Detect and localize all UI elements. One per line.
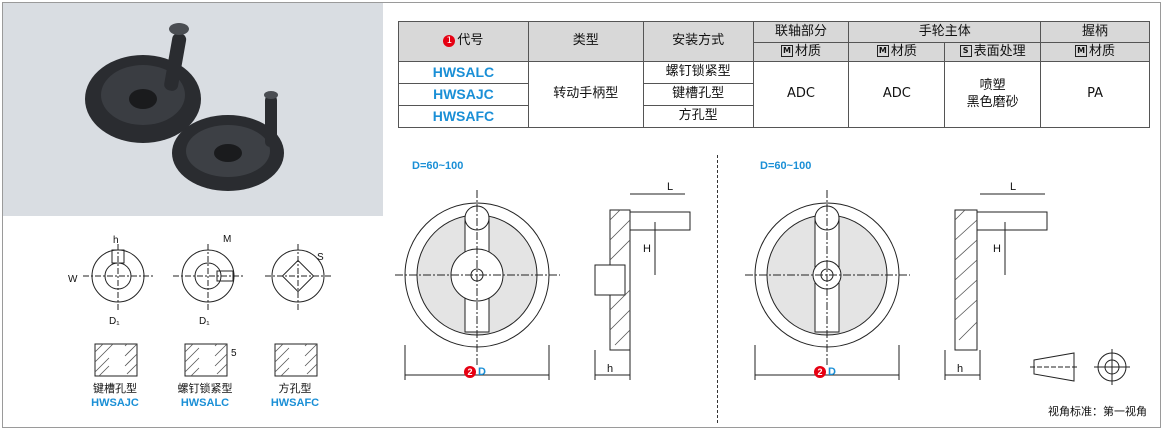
divider-line (717, 155, 718, 423)
range-label-2: D=60~100 (760, 160, 812, 172)
header-body: 手轮主体 (848, 21, 1042, 43)
dim-L-text: L (667, 181, 673, 193)
caption-square-name: 方孔型 (278, 382, 312, 395)
caption-keyway-name: 键槽孔型 (93, 382, 137, 395)
s-icon: S (959, 45, 972, 58)
type-cell: 转动手柄型 (527, 61, 644, 128)
hole-views-svg: h M W D₁ D₁ S 5 (68, 234, 333, 377)
view-standard-text: 视角标准：第一视角 (1048, 405, 1147, 418)
dim-h-text-2: h (957, 363, 963, 375)
caption-screw-code: HWSALC (180, 397, 230, 409)
dim-H-text: H (643, 243, 651, 255)
code-cell: HWSAFC (398, 105, 529, 128)
shaft-material-cell: ADC (752, 61, 850, 128)
handwheel-drawing-2: L H h (745, 181, 1048, 380)
handwheel-photo (85, 23, 284, 191)
caption-square: 方孔型 HWSAFC (250, 382, 340, 410)
surface-cell: 喷塑黑色磨砂 (944, 61, 1042, 128)
number-1-badge: 1 (443, 34, 456, 47)
mount-cell: 螺钉锁紧型 (642, 61, 754, 84)
m-icon: M (876, 45, 889, 58)
mount-cell: 方孔型 (642, 105, 754, 128)
caption-square-code: HWSAFC (270, 397, 320, 409)
dim-h-text: h (113, 235, 119, 246)
caption-screw-name: 螺钉锁紧型 (177, 382, 233, 395)
m-icon: M (1075, 45, 1088, 58)
header-shaft: 联轴部分 (752, 21, 850, 43)
code-cell: HWSAJC (398, 83, 529, 106)
caption-keyway-code: HWSAJC (91, 397, 139, 409)
range-label-1: D=60~100 (412, 160, 464, 172)
hole-type-drawings: h M W D₁ D₁ S 5 (3, 216, 383, 428)
header-grip: 握柄 (1040, 21, 1150, 43)
dim-d1-text-1: D₁ (109, 316, 120, 327)
caption-screw: 螺钉锁紧型 HWSALC (160, 382, 250, 410)
dim-5-text: 5 (231, 348, 237, 359)
header-type: 类型 (527, 21, 644, 62)
code-cell: HWSALC (398, 61, 529, 84)
dim-L-text-2: L (1010, 181, 1016, 193)
dim-m-text: M (223, 234, 231, 245)
m-icon: M (780, 45, 793, 58)
dim-d1-text-2: D₁ (199, 316, 210, 327)
handwheel-drawing-1: L H h (395, 181, 691, 380)
dim-w-text: W (68, 274, 78, 285)
dim-h-text: h (607, 363, 613, 375)
grip-material-cell: PA (1040, 61, 1150, 128)
mount-cell: 键槽孔型 (642, 83, 754, 106)
dim-H-text-2: H (993, 243, 1001, 255)
product-photo (3, 3, 383, 216)
body-material-cell: ADC (848, 61, 946, 128)
dim-s-text: S (317, 252, 324, 263)
header-mount: 安装方式 (642, 21, 754, 62)
projection-symbol-icon (1030, 349, 1130, 385)
caption-keyway: 键槽孔型 HWSAJC (70, 382, 160, 410)
